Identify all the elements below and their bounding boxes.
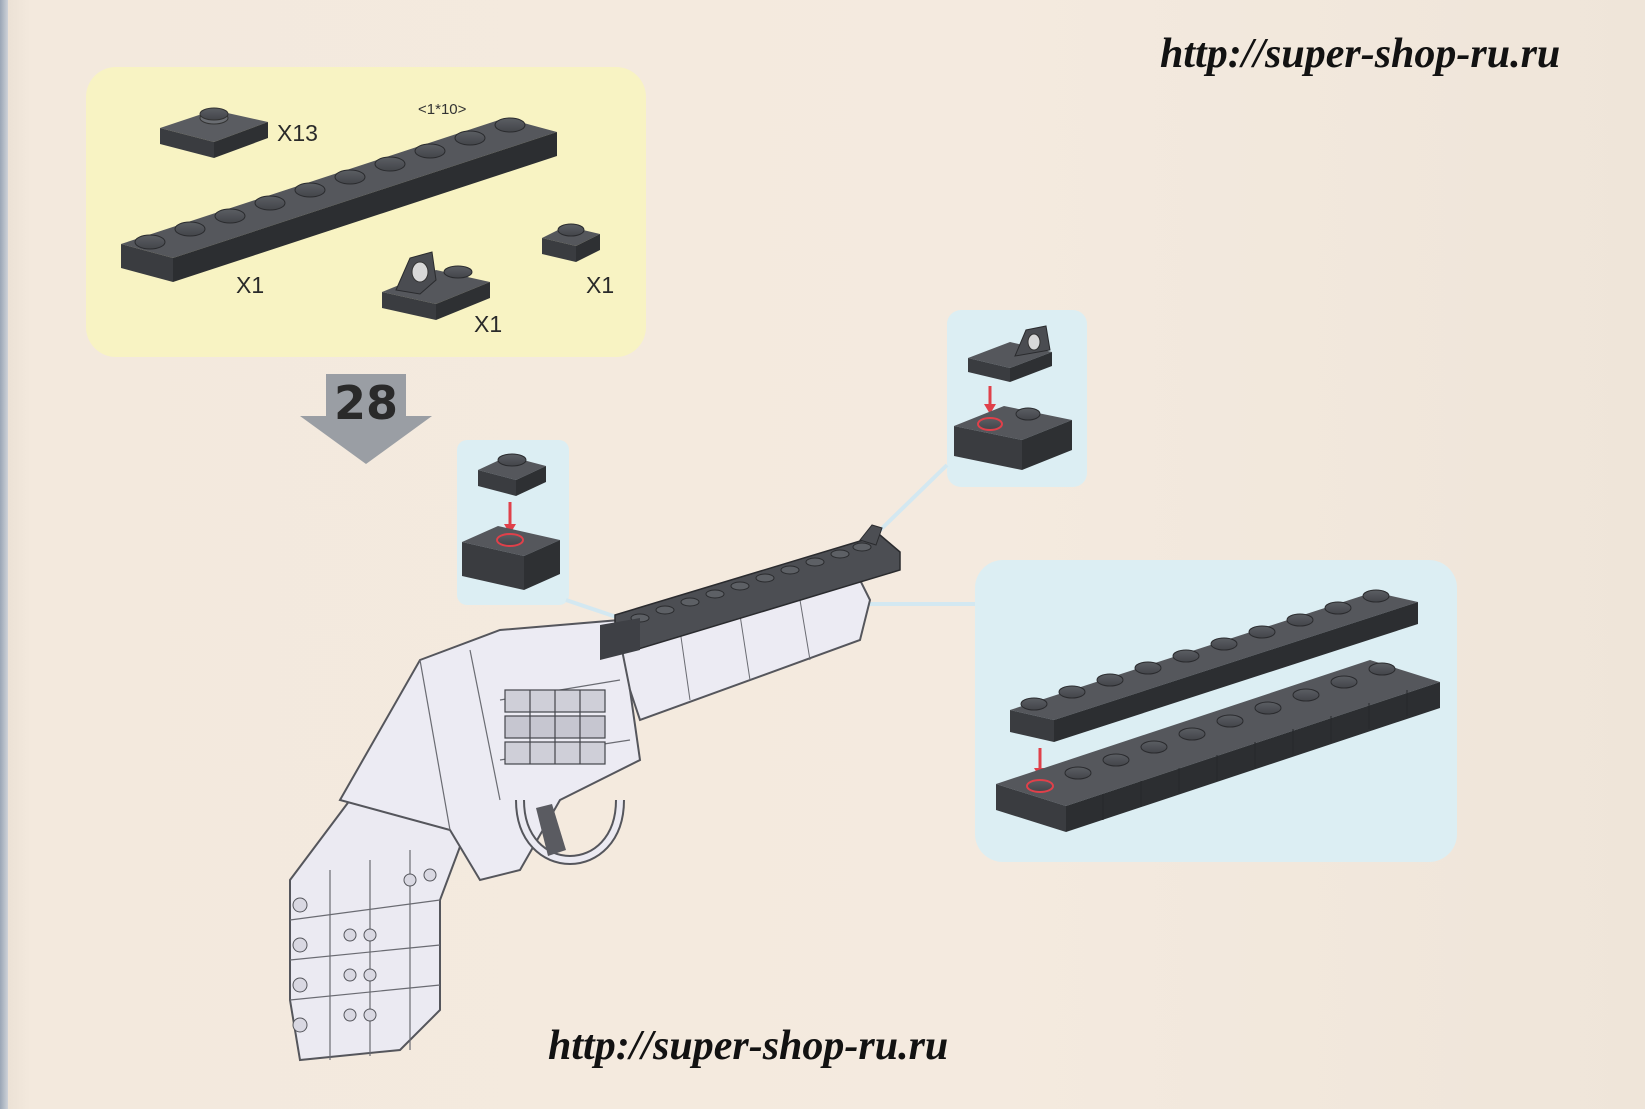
watermark-url-bottom: http://super-shop-ru.ru [548,1023,949,1069]
long-plate-quantity: X1 [236,272,265,298]
single-plate-quantity: X1 [586,272,615,298]
clip-plate-quantity: X1 [474,311,503,337]
clip-plate-brick-icon [382,251,490,320]
long-plate-brick-icon [121,117,557,282]
detail-b-bricks [954,325,1072,470]
watermark-url-top: http://super-shop-ru.ru [1160,31,1561,77]
detail-c-bricks [996,589,1440,832]
detail-a-bricks [462,453,560,590]
down-arrow-icon [300,374,432,464]
step-number: 28 [333,376,398,430]
small-plate-brick-icon [160,107,268,158]
long-plate-size-label: <1*10> [418,101,467,118]
small-plate-quantity: X13 [277,120,318,146]
single-plate-brick-icon [542,223,600,262]
revolver-model-icon [289,524,901,1062]
page-spine [0,0,8,1109]
